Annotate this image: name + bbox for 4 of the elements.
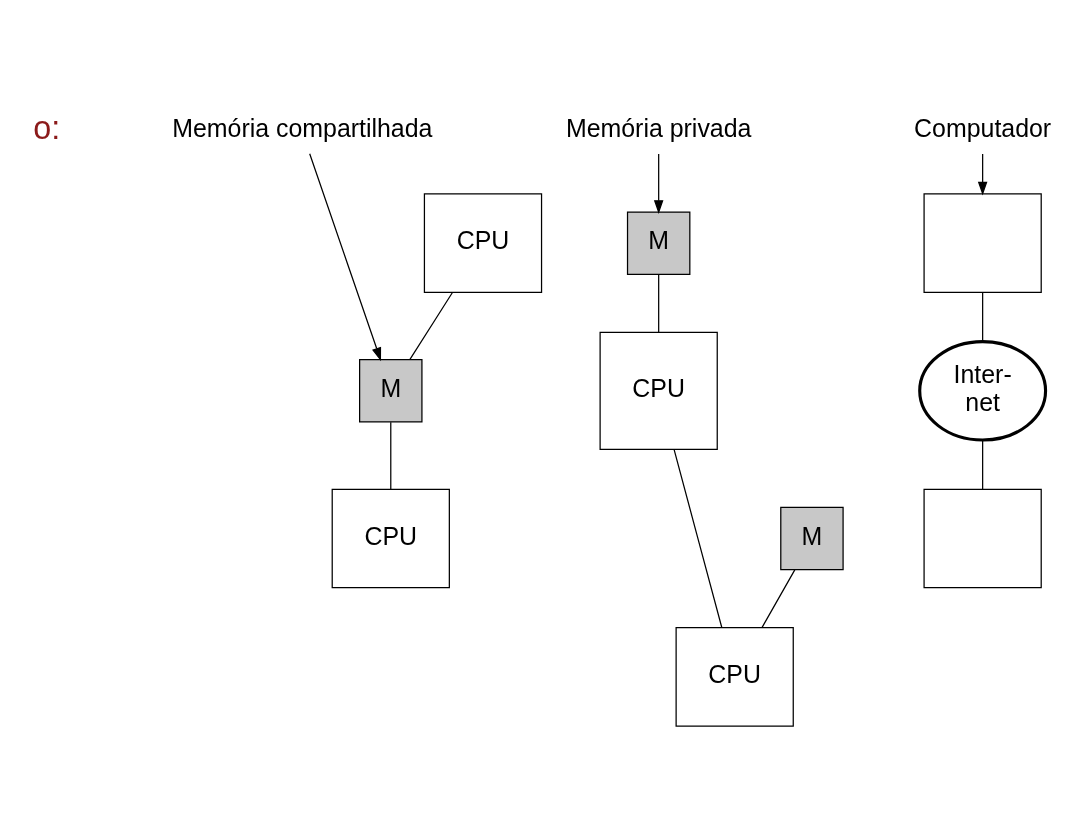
- node-text: Memória privada: [565, 114, 752, 143]
- label: o:: [33, 109, 61, 146]
- node-text: Memória compartilhada: [172, 114, 433, 143]
- node-text: Computador: [914, 114, 1052, 143]
